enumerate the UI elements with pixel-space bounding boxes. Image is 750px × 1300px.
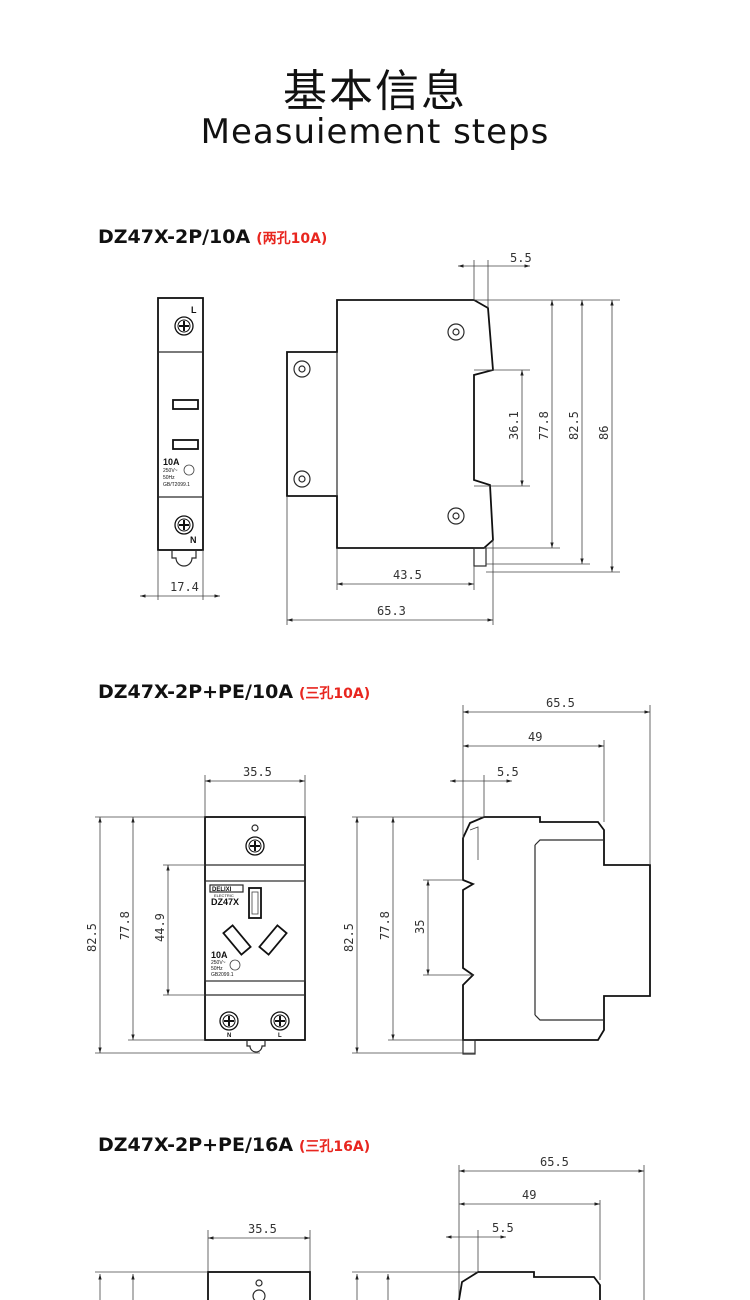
model-name: DZ47X-2P+PE/10A	[98, 681, 294, 703]
front-view-2: N L DELIXI ELECTRIC DZ47X 10A 250V~ 50Hz…	[85, 765, 306, 1054]
svg-text:50Hz: 50Hz	[211, 966, 223, 972]
dim-label: 43.5	[393, 568, 422, 582]
model-name: DZ47X-2P+PE/16A	[98, 1134, 294, 1156]
page-subtitle: Measuiement steps	[200, 112, 550, 152]
dim-label: 65.3	[377, 604, 406, 618]
dim-label: 44.9	[153, 913, 167, 942]
svg-text:N: N	[227, 1033, 231, 1039]
model-note: (两孔10A)	[256, 231, 328, 247]
ccc-mark-icon	[183, 464, 195, 476]
section-title-1: DZ47X-2P/10A (两孔10A)	[98, 226, 327, 248]
svg-text:L: L	[278, 1033, 282, 1039]
label-n: N	[190, 535, 197, 545]
model-name: DZ47X-2P/10A	[98, 226, 251, 248]
din-clip	[246, 1040, 266, 1053]
section-title-2: DZ47X-2P+PE/10A (三孔10A)	[98, 681, 370, 703]
dim-label: 49	[522, 1188, 536, 1202]
front-view-3: 35.5	[95, 1222, 311, 1300]
ccc-mark-icon	[229, 959, 241, 971]
side-view-2: 65.5 49 5.5 82.5 77.8 35	[342, 696, 651, 1055]
dim-label: 36.1	[507, 411, 521, 440]
side-view-3: 65.5 49 5.5	[352, 1155, 645, 1300]
svg-text:DZ47X: DZ47X	[211, 897, 239, 907]
socket-slot	[222, 924, 252, 956]
dim-label: 5.5	[510, 251, 532, 265]
dim-label: 35.5	[248, 1222, 277, 1236]
rating-label: 10A	[163, 457, 180, 467]
svg-text:DELIXI: DELIXI	[212, 887, 232, 893]
dim-label: 77.8	[118, 911, 132, 940]
socket-slot	[172, 399, 199, 410]
rating-label: 10A	[211, 950, 228, 960]
socket-slot	[258, 924, 288, 956]
dim-label: 5.5	[492, 1221, 514, 1235]
dim-label: 65.5	[546, 696, 575, 710]
dim-label: 82.5	[85, 923, 99, 952]
brand-logo	[209, 884, 244, 893]
svg-text:ELECTRIC: ELECTRIC	[214, 893, 234, 898]
svg-text:GB2099.1: GB2099.1	[211, 972, 234, 978]
dim-label: 86	[597, 426, 611, 440]
socket-slot	[248, 887, 262, 919]
section-title-3: DZ47X-2P+PE/16A (三孔16A)	[98, 1134, 370, 1156]
page-title: 基本信息	[283, 66, 467, 117]
svg-text:250V~: 250V~	[211, 960, 226, 966]
dim-label: 35.5	[243, 765, 272, 779]
dim-label: 17.4	[170, 580, 199, 594]
dim-label: 77.8	[537, 411, 551, 440]
model-note: (三孔16A)	[299, 1139, 371, 1155]
dim-label: 5.5	[497, 765, 519, 779]
dim-label: 35	[413, 920, 427, 934]
model-note: (三孔10A)	[299, 686, 371, 702]
dim-label: 82.5	[567, 411, 581, 440]
din-clip	[171, 550, 197, 567]
svg-text:250V~: 250V~	[163, 468, 178, 474]
dim-label: 77.8	[378, 911, 392, 940]
label-l: L	[191, 305, 197, 315]
svg-text:GB/T2099.1: GB/T2099.1	[163, 482, 190, 488]
dim-label: 82.5	[342, 923, 356, 952]
dim-label: 49	[528, 730, 542, 744]
side-view-1: 36.1 77.8 82.5 86 5.5 43.5 65.3	[286, 251, 620, 625]
front-view-1: L N 10A 250V~ 50Hz GB/T2099.1 17.4	[140, 297, 220, 600]
svg-text:50Hz: 50Hz	[163, 475, 175, 481]
dim-label: 65.5	[540, 1155, 569, 1169]
socket-slot	[172, 439, 199, 450]
